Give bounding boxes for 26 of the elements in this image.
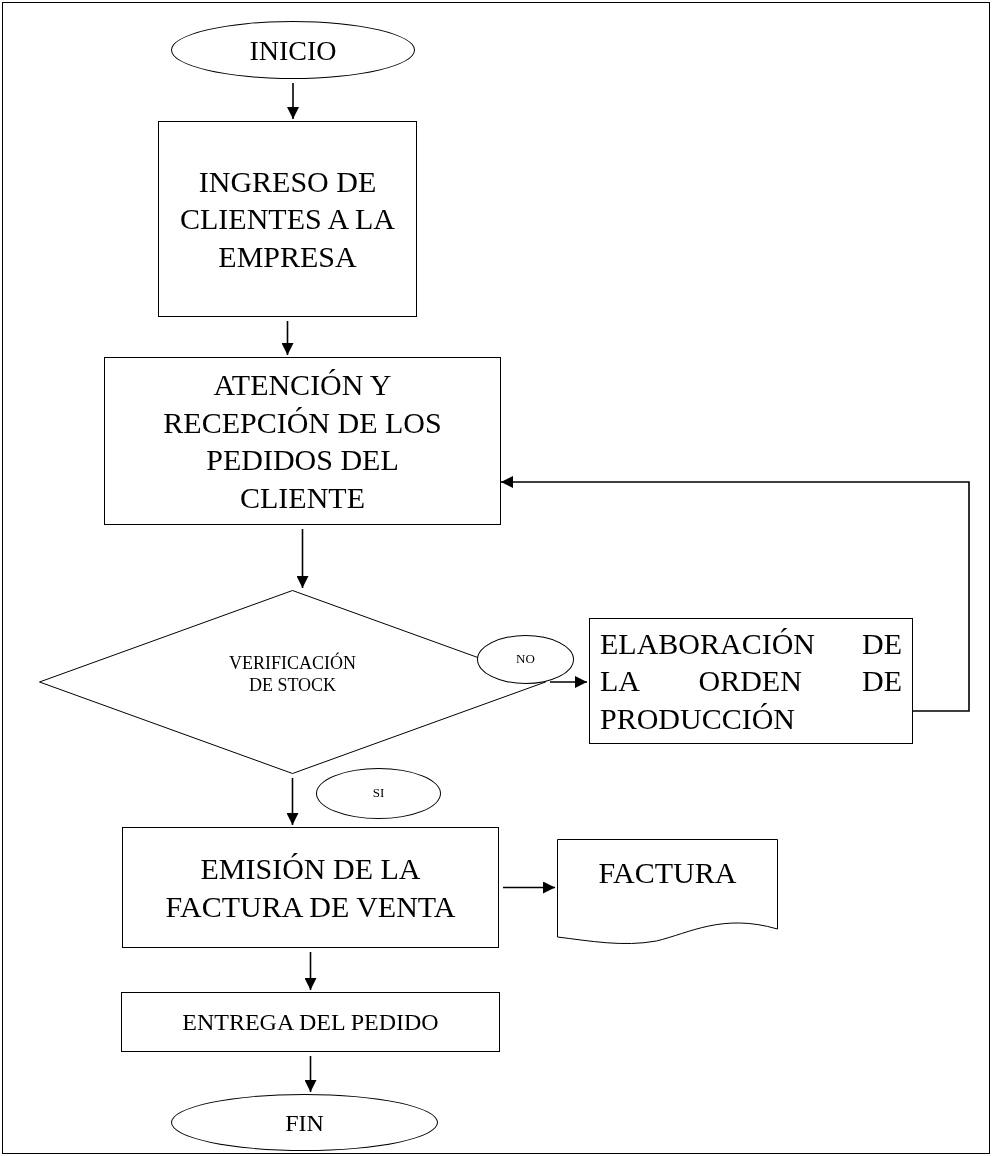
node-label: EMISIÓN DE LA FACTURA DE VENTA bbox=[164, 851, 457, 925]
node-label: NO bbox=[516, 651, 535, 668]
node-label: SI bbox=[372, 785, 385, 802]
node-label: ELABORACIÓN DE LA ORDEN DE PRODUCCIÓN bbox=[600, 625, 902, 737]
node-label: INICIO bbox=[249, 33, 337, 68]
node-label: INGRESO DE CLIENTES A LA EMPRESA bbox=[179, 163, 396, 275]
arrow bbox=[296, 528, 309, 589]
arrow bbox=[304, 1055, 317, 1093]
arrow bbox=[281, 320, 294, 356]
node-label: FACTURA bbox=[598, 855, 737, 892]
node-label: VERIFICACIÓN DE STOCK bbox=[228, 651, 357, 697]
process-box bbox=[589, 618, 913, 744]
arrow bbox=[502, 881, 556, 894]
answer-ellipse bbox=[477, 635, 574, 684]
process-box bbox=[121, 992, 500, 1052]
process-box bbox=[104, 357, 501, 525]
arrow bbox=[304, 951, 317, 991]
node-label: ENTREGA DEL PEDIDO bbox=[182, 1008, 439, 1037]
arrow bbox=[549, 676, 588, 688]
node-label: FIN bbox=[285, 1108, 324, 1138]
node-label: ATENCIÓN Y RECEPCIÓN DE LOS PEDIDOS DEL CLIENTE bbox=[162, 367, 443, 516]
process-box bbox=[122, 827, 499, 948]
arrow bbox=[287, 82, 299, 120]
arrow bbox=[286, 777, 299, 826]
process-box bbox=[158, 121, 417, 317]
arrow bbox=[500, 476, 970, 712]
